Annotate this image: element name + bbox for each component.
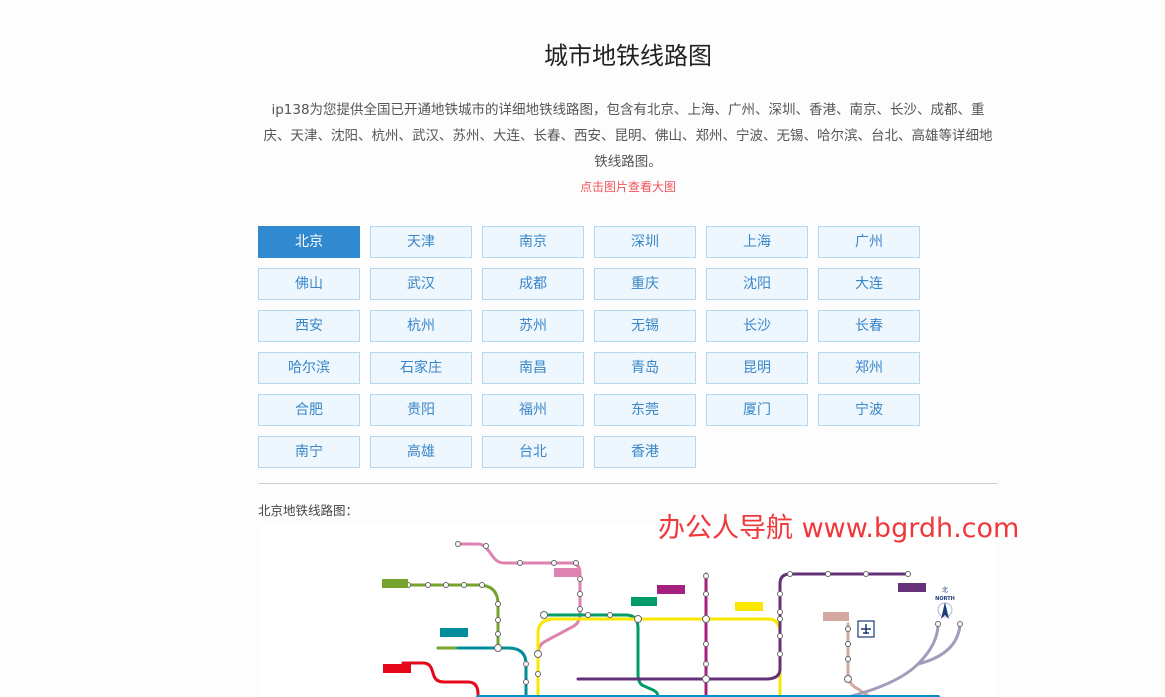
beijing-subway-map-image[interactable]: 北 NORTH: [258, 524, 998, 697]
city-button-kunming[interactable]: 昆明: [706, 352, 808, 384]
city-button-nanning[interactable]: 南宁: [258, 436, 360, 468]
city-button-zhengzhou[interactable]: 郑州: [818, 352, 920, 384]
svg-text:北: 北: [942, 586, 948, 594]
city-button-ningbo[interactable]: 宁波: [818, 394, 920, 426]
city-button-qingdao[interactable]: 青岛: [594, 352, 696, 384]
city-button-guiyang[interactable]: 贵阳: [370, 394, 472, 426]
city-button-dalian[interactable]: 大连: [818, 268, 920, 300]
page-title: 城市地铁线路图: [544, 42, 712, 70]
city-button-changchun[interactable]: 长春: [818, 310, 920, 342]
city-button-hefei[interactable]: 合肥: [258, 394, 360, 426]
city-button-hongkong[interactable]: 香港: [594, 436, 696, 468]
city-button-wuxi[interactable]: 无锡: [594, 310, 696, 342]
city-button-shanghai[interactable]: 上海: [706, 226, 808, 258]
city-button-taipei[interactable]: 台北: [482, 436, 584, 468]
city-button-dongguan[interactable]: 东莞: [594, 394, 696, 426]
city-button-fuzhou[interactable]: 福州: [482, 394, 584, 426]
city-button-harbin[interactable]: 哈尔滨: [258, 352, 360, 384]
city-button-xiamen[interactable]: 厦门: [706, 394, 808, 426]
city-button-chongqing[interactable]: 重庆: [594, 268, 696, 300]
city-button-wuhan[interactable]: 武汉: [370, 268, 472, 300]
city-button-hangzhou[interactable]: 杭州: [370, 310, 472, 342]
city-button-changsha[interactable]: 长沙: [706, 310, 808, 342]
city-button-beijing[interactable]: 北京: [258, 226, 360, 258]
city-button-nanchang[interactable]: 南昌: [482, 352, 584, 384]
svg-text:NORTH: NORTH: [935, 596, 955, 602]
click-to-enlarge-hint: 点击图片查看大图: [579, 180, 676, 194]
city-button-foshan[interactable]: 佛山: [258, 268, 360, 300]
watermark-text: 办公人导航 www.bgrdh.com: [658, 513, 1020, 544]
subway-map-graphic: 北 NORTH: [382, 541, 963, 697]
city-button-kaohsiung[interactable]: 高雄: [370, 436, 472, 468]
city-button-tianjin[interactable]: 天津: [370, 226, 472, 258]
city-button-guangzhou[interactable]: 广州: [818, 226, 920, 258]
city-button-nanjing[interactable]: 南京: [482, 226, 584, 258]
city-button-xian[interactable]: 西安: [258, 310, 360, 342]
city-button-chengdu[interactable]: 成都: [482, 268, 584, 300]
section-divider: [258, 483, 998, 484]
map-section-label: 北京地铁线路图：: [258, 503, 359, 518]
city-button-shenyang[interactable]: 沈阳: [706, 268, 808, 300]
city-selector-grid: 北京 天津 南京 深圳 上海 广州 佛山 武汉 成都 重庆 沈阳 大连 西安 杭…: [258, 226, 998, 468]
city-button-shijiazhuang[interactable]: 石家庄: [370, 352, 472, 384]
intro-text: ip138为您提供全国已开通地铁城市的详细地铁线路图，包含有北京、上海、广州、深…: [263, 102, 993, 170]
city-button-shenzhen[interactable]: 深圳: [594, 226, 696, 258]
city-button-suzhou[interactable]: 苏州: [482, 310, 584, 342]
north-compass-icon: 北 NORTH: [935, 586, 955, 619]
